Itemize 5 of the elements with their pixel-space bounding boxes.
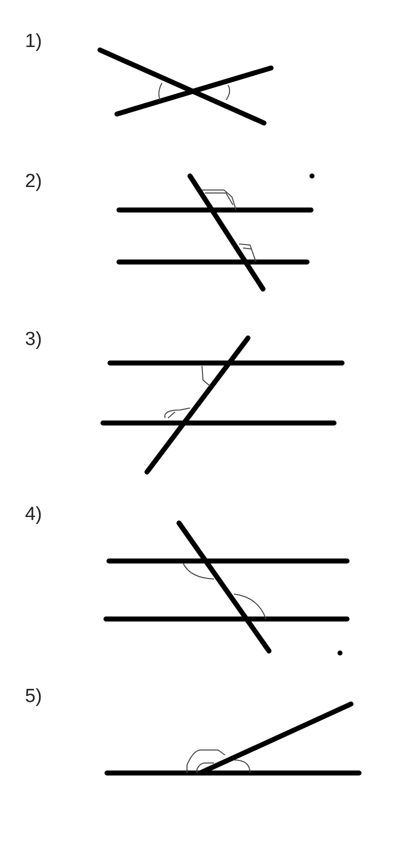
figure-number: 4) bbox=[25, 505, 42, 524]
figure-number: 3) bbox=[25, 330, 42, 349]
figure-number: 2) bbox=[25, 172, 42, 191]
figure-number: 1) bbox=[25, 32, 42, 51]
figure-number: 5) bbox=[25, 687, 42, 706]
